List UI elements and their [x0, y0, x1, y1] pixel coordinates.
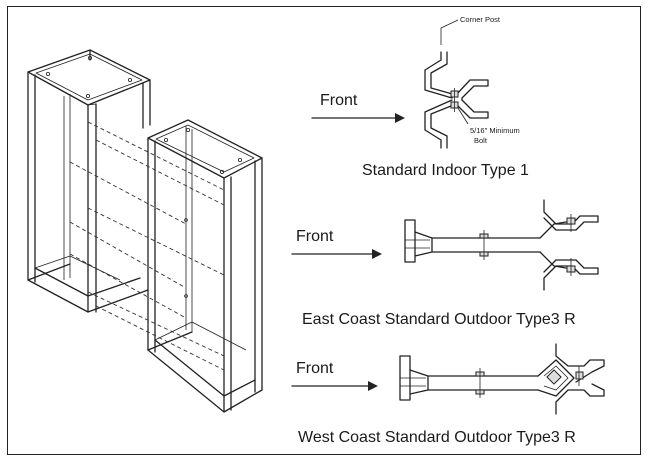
diagram-border	[7, 6, 641, 455]
front-label-1: Front	[320, 92, 358, 109]
arrow-right-icon	[372, 249, 382, 259]
section-indoor-type1: Corner Post 5/16" Minimum Bolt Front Sta…	[311, 15, 529, 179]
right-cabinet	[147, 119, 263, 413]
bolt-label: Bolt	[474, 136, 488, 145]
title-west-coast: West Coast Standard Outdoor Type3 R	[298, 429, 576, 446]
left-cabinet	[27, 49, 151, 313]
section-east-coast: Front East Coast Standard Outdoor Type3 …	[291, 199, 599, 328]
alignment-dashes	[69, 121, 225, 371]
bolt-size-label: 5/16" Minimum	[470, 126, 520, 135]
title-indoor-type1: Standard Indoor Type 1	[362, 162, 529, 179]
front-label-2: Front	[296, 228, 334, 245]
title-east-coast: East Coast Standard Outdoor Type3 R	[302, 311, 576, 328]
arrow-right-icon	[368, 381, 378, 391]
front-label-3: Front	[296, 360, 334, 377]
arrow-right-icon	[395, 113, 405, 123]
section-west-coast: Front West Coast Standard Outdoor Type3 …	[291, 343, 605, 446]
corner-post-label: Corner Post	[460, 15, 501, 24]
